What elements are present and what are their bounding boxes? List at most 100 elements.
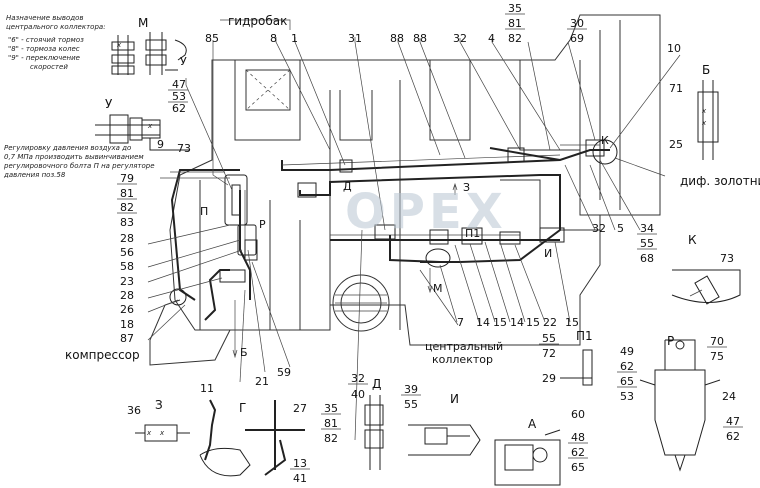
part-number: 36: [127, 404, 141, 417]
part-number: 62: [571, 446, 585, 459]
part-number: 29: [542, 372, 556, 385]
part-number: 70: [710, 335, 724, 348]
main-letter-R: Р: [259, 218, 266, 231]
part-number: 73: [720, 252, 734, 265]
cross-mark: х: [116, 41, 122, 49]
part-number: 35: [324, 402, 338, 415]
part-number: 14: [510, 316, 524, 329]
part-numbers: 85 8 1 31 88 88 32 4 35 81 82 30 69 10 7…: [120, 2, 740, 485]
view-letter-P1: П1: [576, 329, 593, 343]
part-number: 27: [293, 402, 307, 415]
part-number: 4: [488, 32, 495, 45]
view-letter-D: Д: [372, 377, 381, 391]
view-letter-U-small: У: [180, 55, 187, 68]
cross-mark: х: [701, 119, 707, 127]
part-number: 65: [620, 375, 634, 388]
detail-view-I: [408, 424, 481, 456]
detail-view-U: [95, 114, 190, 151]
collector-note-item: "8" - тормоза колес: [8, 45, 80, 53]
part-number: 85: [205, 32, 219, 45]
view-letter-B-top: Б: [702, 63, 710, 77]
detail-view-Z: [135, 424, 190, 442]
part-number: 75: [710, 350, 724, 363]
pressure-note-line: давления поз.58: [3, 171, 66, 179]
label-gidrobak: гидробак: [228, 14, 287, 28]
part-number: 30: [570, 17, 584, 30]
collector-note-item: "9" - переключение: [8, 54, 80, 62]
part-number: 69: [570, 32, 584, 45]
part-number: 25: [669, 138, 683, 151]
part-number: 59: [277, 366, 291, 379]
part-number: 88: [413, 32, 427, 45]
pressure-note-line: 0,7 МПа производить вывинчиванием: [4, 153, 144, 161]
view-letter-K: К: [688, 233, 697, 247]
label-central-collector: коллектор: [432, 353, 493, 366]
watermark-logo: OPEX: [345, 184, 507, 240]
view-letter-A: А: [528, 417, 537, 431]
part-number: 79: [120, 172, 134, 185]
part-number: 22: [543, 316, 557, 329]
part-number: 32: [351, 372, 365, 385]
view-letter-U: У: [105, 97, 113, 111]
part-number: 11: [200, 382, 214, 395]
part-number: 7: [457, 316, 464, 329]
part-number: 8: [270, 32, 277, 45]
main-letter-P1: П1: [465, 227, 480, 240]
cross-mark: х: [146, 429, 152, 437]
part-number: 71: [669, 82, 683, 95]
view-letter-R: Р: [667, 334, 674, 348]
part-number: 10: [667, 42, 681, 55]
view-letter-Z: З: [155, 398, 163, 412]
note-texts: Назначение выводов центрального коллекто…: [3, 14, 155, 179]
part-number: 73: [177, 142, 191, 155]
part-number: 31: [348, 32, 362, 45]
view-letter-K-small: К: [601, 134, 609, 147]
collector-note-item: скоростей: [30, 63, 68, 71]
collector-note-item: "6" - стоячий тормоз: [8, 36, 84, 44]
part-number: 34: [640, 222, 654, 235]
detail-view-D: [364, 395, 384, 470]
part-number: 49: [620, 345, 634, 358]
collector-note-line: Назначение выводов: [6, 14, 84, 22]
part-number: 87: [120, 332, 134, 345]
components: [169, 139, 618, 306]
part-number: 62: [172, 102, 186, 115]
part-number: 82: [324, 432, 338, 445]
detail-view-K: [671, 269, 741, 305]
part-number: 81: [508, 17, 522, 30]
part-number: 48: [571, 431, 585, 444]
part-number: 26: [120, 303, 134, 316]
part-number: 18: [120, 318, 134, 331]
part-number: 55: [640, 237, 654, 250]
main-letter-B: Б: [240, 346, 248, 359]
cross-mark: х: [147, 122, 153, 130]
part-number: 53: [620, 390, 634, 403]
part-number: 21: [255, 375, 269, 388]
main-letter-D: Д: [343, 180, 352, 193]
part-number: 88: [390, 32, 404, 45]
part-number: 72: [542, 347, 556, 360]
part-number: 55: [404, 398, 418, 411]
part-number: 56: [120, 246, 134, 259]
detail-view-B: [697, 80, 719, 160]
part-number: 47: [726, 415, 740, 428]
part-number: 24: [722, 390, 736, 403]
label-central-collector: центральный: [425, 340, 503, 353]
detail-view-A: [494, 429, 561, 486]
caption-texts: гидробак компрессор диф. золотник центра…: [65, 14, 760, 366]
pressure-note-line: регулировочного болта П на регуляторе: [3, 162, 155, 170]
part-number: 28: [120, 289, 134, 302]
detail-view-P1: [560, 349, 593, 386]
part-number: 47: [172, 78, 186, 91]
label-kompressor: компрессор: [65, 348, 140, 362]
view-letters: М У У Б К К П1 Р З Г Д И А П Р Д З И М Б…: [105, 16, 710, 437]
part-number: 32: [592, 222, 606, 235]
number-underlines: [117, 13, 743, 470]
part-number: 9: [157, 138, 164, 151]
part-number: 14: [476, 316, 490, 329]
part-number: 82: [508, 32, 522, 45]
detail-view-R: [639, 339, 721, 472]
part-number: 15: [493, 316, 507, 329]
part-number: 81: [120, 187, 134, 200]
